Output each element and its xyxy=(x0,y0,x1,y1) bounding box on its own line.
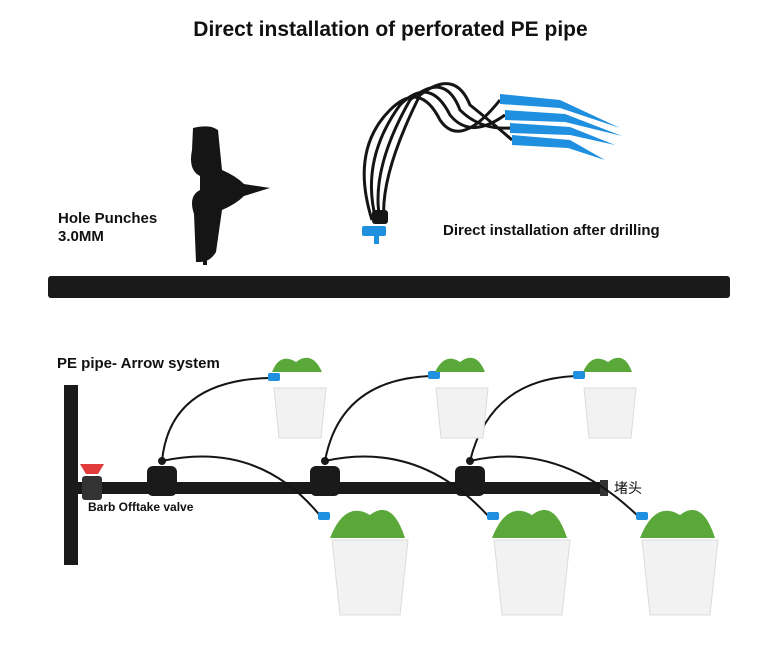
arrow-dripper-bundle-icon xyxy=(362,82,513,221)
potted-plant-large-2 xyxy=(492,509,571,616)
page-title: Direct installation of perforated PE pip… xyxy=(193,18,588,41)
hole-punch-label-line2: 3.0MM xyxy=(58,228,104,245)
pipe-junction-1 xyxy=(147,457,177,496)
dripper-connector-icon xyxy=(362,210,388,244)
potted-plant-large-1 xyxy=(330,509,409,616)
pe-pipe-top xyxy=(48,276,730,298)
hole-punch-label-line1: Hole Punches xyxy=(58,210,158,227)
potted-plant-small-2 xyxy=(435,357,489,439)
main-vertical-pipe xyxy=(64,385,78,565)
capillary-tubes xyxy=(161,375,641,519)
valve-label: Barb Offtake valve xyxy=(88,500,194,514)
drill-caption: Direct installation after drilling xyxy=(443,222,660,239)
dripper-tips xyxy=(268,371,648,520)
potted-plant-large-3 xyxy=(640,509,719,616)
potted-plant-small-3 xyxy=(583,357,637,439)
blue-arrow-stakes-icon xyxy=(500,94,622,160)
system-title: PE pipe- Arrow system xyxy=(57,355,220,372)
hole-punch-label: Hole Punches 3.0MM xyxy=(58,210,157,246)
potted-plant-small-1 xyxy=(272,357,327,439)
hole-punch-icon xyxy=(191,126,270,265)
pipe-junction-2 xyxy=(310,457,340,496)
pipe-junction-3 xyxy=(455,457,485,496)
end-cap-label: 堵头 xyxy=(614,481,642,497)
barb-offtake-valve-icon xyxy=(80,464,104,500)
